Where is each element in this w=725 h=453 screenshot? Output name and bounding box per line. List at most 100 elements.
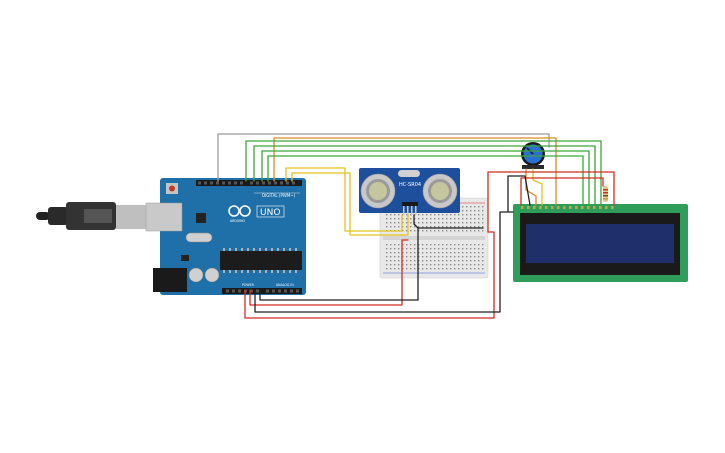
breadboard-hole [402, 268, 404, 270]
breadboard-hole [478, 248, 480, 250]
breadboard-hole [474, 268, 476, 270]
breadboard-hole [482, 244, 484, 246]
breadboard-hole [418, 268, 420, 270]
breadboard-hole [478, 264, 480, 266]
breadboard-hole [406, 214, 408, 216]
breadboard-hole [466, 210, 468, 212]
ultrasonic-receiver [422, 173, 458, 209]
breadboard-hole [434, 244, 436, 246]
breadboard-hole [398, 252, 400, 254]
breadboard-hole [474, 230, 476, 232]
breadboard-hole [458, 226, 460, 228]
breadboard-hole [442, 218, 444, 220]
breadboard-hole [410, 226, 412, 228]
breadboard-hole [438, 222, 440, 224]
breadboard-hole [466, 214, 468, 216]
breadboard-hole [394, 244, 396, 246]
breadboard-hole [478, 226, 480, 228]
breadboard-hole [462, 206, 464, 208]
breadboard-hole [438, 256, 440, 258]
breadboard-hole [474, 210, 476, 212]
capacitor [188, 267, 204, 283]
breadboard-hole [466, 206, 468, 208]
breadboard-hole [458, 264, 460, 266]
breadboard-hole [450, 248, 452, 250]
breadboard-hole [414, 218, 416, 220]
breadboard-hole [422, 244, 424, 246]
wire-black [413, 214, 419, 229]
breadboard-hole [474, 248, 476, 250]
breadboard-hole [402, 248, 404, 250]
breadboard-hole [398, 268, 400, 270]
breadboard-hole [454, 256, 456, 258]
breadboard-hole [406, 248, 408, 250]
breadboard-hole [414, 244, 416, 246]
atmega-chip [220, 251, 302, 270]
breadboard-hole [390, 248, 392, 250]
breadboard-hole [446, 222, 448, 224]
breadboard-hole [410, 214, 412, 216]
breadboard-hole [434, 214, 436, 216]
breadboard-hole [454, 268, 456, 270]
breadboard-hole [402, 222, 404, 224]
lcd-pin [605, 206, 608, 209]
breadboard-hole [410, 244, 412, 246]
breadboard-hole [454, 230, 456, 232]
breadboard-hole [470, 260, 472, 262]
breadboard-hole [446, 218, 448, 220]
breadboard-hole [438, 214, 440, 216]
breadboard-hole [462, 230, 464, 232]
breadboard-hole [482, 264, 484, 266]
breadboard-hole [470, 252, 472, 254]
hc-sr04-sensor: HC-SR04 [359, 168, 460, 215]
breadboard-hole [446, 260, 448, 262]
wires [217, 133, 615, 319]
lcd-pin [581, 206, 584, 209]
breadboard-hole [474, 214, 476, 216]
breadboard-hole [438, 244, 440, 246]
lcd-pin [545, 206, 548, 209]
crystal-oscillator [185, 232, 213, 243]
breadboard-hole [402, 256, 404, 258]
breadboard-hole [418, 260, 420, 262]
arduino-uno-board: DIGITAL (PWM~) UNO ARDUINO POWER ANALOG … [145, 178, 306, 295]
breadboard-hole [410, 230, 412, 232]
breadboard-hole [390, 222, 392, 224]
wire-yellow [532, 168, 543, 206]
breadboard-hole [430, 252, 432, 254]
breadboard-hole [426, 264, 428, 266]
lcd-pin [551, 206, 554, 209]
breadboard-hole [430, 248, 432, 250]
breadboard-hole [462, 214, 464, 216]
breadboard-hole [470, 218, 472, 220]
breadboard-hole [462, 244, 464, 246]
breadboard-hole [482, 256, 484, 258]
wire-red [249, 239, 409, 306]
breadboard-hole [474, 264, 476, 266]
breadboard-hole [466, 260, 468, 262]
breadboard-hole [454, 244, 456, 246]
wire-red [487, 171, 615, 233]
breadboard-hole [434, 218, 436, 220]
digital-pwm-label: DIGITAL (PWM~) [262, 193, 296, 198]
breadboard-hole [414, 256, 416, 258]
breadboard-hole [462, 252, 464, 254]
breadboard-hole [450, 268, 452, 270]
breadboard-hole [430, 230, 432, 232]
lcd-pin [611, 206, 614, 209]
breadboard-hole [402, 218, 404, 220]
breadboard-hole [454, 264, 456, 266]
breadboard-hole [474, 244, 476, 246]
breadboard-hole [478, 214, 480, 216]
breadboard-hole [410, 268, 412, 270]
breadboard-hole [402, 244, 404, 246]
breadboard-hole [458, 268, 460, 270]
lcd-16x2-display [513, 204, 688, 282]
ultrasonic-transmitter [360, 173, 396, 209]
breadboard-hole [434, 252, 436, 254]
breadboard-hole [462, 226, 464, 228]
breadboard-hole [406, 230, 408, 232]
breadboard-hole [402, 226, 404, 228]
breadboard-hole [430, 222, 432, 224]
wire-red [520, 177, 604, 206]
